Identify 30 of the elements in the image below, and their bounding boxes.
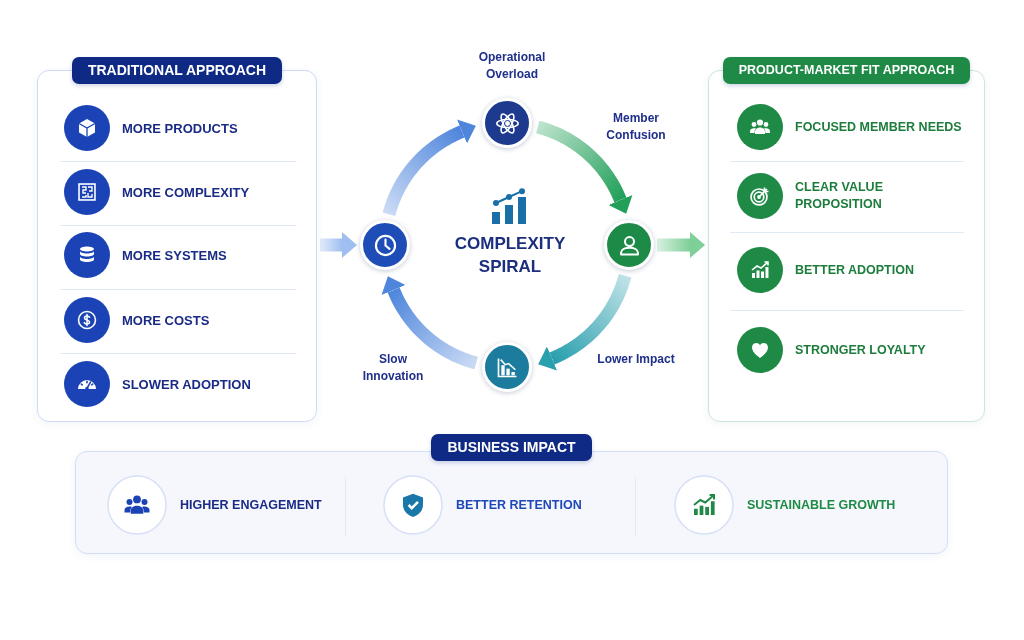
arrow xyxy=(320,232,357,258)
item-label: BETTER ADOPTION xyxy=(795,261,914,279)
step-label: Lower Impact xyxy=(596,351,676,368)
step-circle xyxy=(360,220,410,270)
center-title: COMPLEXITY SPIRAL xyxy=(453,233,567,278)
step-label: Operational Overload xyxy=(477,49,547,83)
arrow xyxy=(657,232,705,258)
step-circle xyxy=(482,342,532,392)
step-circle xyxy=(482,98,532,148)
item-label: SUSTAINABLE GROWTH xyxy=(747,496,896,514)
section-heading: BUSINESS IMPACT xyxy=(431,434,592,461)
item-label: BETTER RETENTION xyxy=(456,496,582,514)
item-label: STRONGER LOYALTY xyxy=(795,341,926,359)
arrow xyxy=(381,276,480,370)
item-label: MORE SYSTEMS xyxy=(122,246,227,264)
item-label: SLOWER ADOPTION xyxy=(122,375,251,393)
item-label: FOCUSED MEMBER NEEDS xyxy=(795,118,962,136)
item-label: HIGHER ENGAGEMENT xyxy=(180,496,322,514)
arrow xyxy=(382,119,476,218)
item-label: MORE PRODUCTS xyxy=(122,119,238,137)
item-label: MORE COMPLEXITY xyxy=(122,183,250,201)
arrow xyxy=(534,120,633,214)
item-label: MORE COSTS xyxy=(122,311,210,329)
step-label: Slow Innovation xyxy=(361,351,425,385)
step-circle xyxy=(604,220,654,270)
step-label: Member Confusion xyxy=(605,110,667,144)
section-heading: TRADITIONAL APPROACH xyxy=(71,57,283,84)
item-label: CLEAR VALUE PROPOSITION xyxy=(795,179,884,213)
arrow xyxy=(538,272,632,371)
section-heading: PRODUCT-MARKET FIT APPROACH xyxy=(722,57,971,84)
